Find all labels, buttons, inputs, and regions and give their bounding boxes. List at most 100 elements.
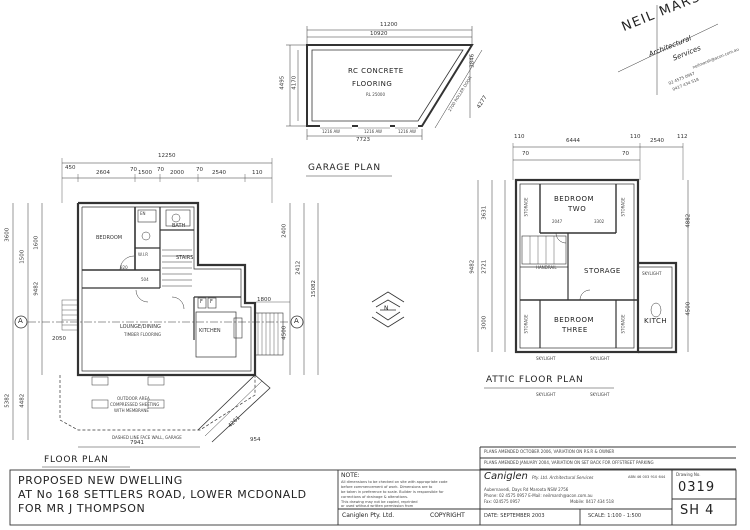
floor-room-kitchen: KITCHEN [199, 328, 221, 334]
floor-room-wir: W.I.R [138, 252, 148, 257]
attic-storage-v1: STORAGE [523, 197, 529, 217]
attic-skylight-5: SKYLIGHT [590, 392, 610, 397]
floor-plan-title: FLOOR PLAN [44, 455, 109, 465]
floor-plan-outline [12, 158, 319, 468]
garage-bottom-door-2: 1216 AW [364, 129, 382, 134]
garage-dim-left-2: 4170 [291, 75, 298, 90]
attic-dim-left-2: 9482 [469, 259, 476, 274]
architect-stamp-lines [617, 5, 719, 95]
floor-room-en: EN [140, 211, 146, 216]
garage-dim-bottom: 7723 [356, 137, 370, 143]
floor-dim-right-2: 2412 [295, 260, 302, 275]
attic-dim-top-4: 112 [677, 134, 688, 140]
attic-dim-2047: 2047 [552, 219, 563, 224]
attic-storage-v2: STORAGE [620, 197, 626, 217]
floor-fridge-1: F [200, 299, 203, 305]
attic-dim-3302: 3302 [594, 219, 605, 224]
floor-room-stairs: STAIRS [176, 255, 194, 261]
firm-fax: Fax: 024575 0957 [484, 499, 521, 504]
section-marker-right [290, 315, 304, 329]
attic-plan-outline [477, 143, 689, 389]
attic-room-storage: STORAGE [584, 267, 621, 275]
garage-bottom-door-1: 1216 AW [322, 129, 340, 134]
section-marker-left [14, 315, 28, 329]
attic-dim-top-6: 70 [622, 151, 629, 157]
garage-dim-inner: 10920 [370, 31, 388, 37]
attic-storage-v4: STORAGE [620, 314, 626, 334]
floor-dim-top-7: 70 [196, 167, 203, 173]
north-letter: N [384, 305, 389, 312]
section-marker-a-left: A [18, 317, 23, 325]
floor-dim-left-5: 2050 [52, 336, 66, 342]
attic-dim-top-3: 2540 [650, 138, 664, 144]
attic-dim-right-2: 4500 [685, 301, 692, 316]
attic-room-bedroom-two-num: TWO [568, 205, 587, 213]
floor-dim-left-3: 1600 [33, 235, 40, 250]
attic-room-kitch: KITCH [644, 317, 668, 325]
project-title-line3: FOR MR J THOMPSON [18, 502, 146, 515]
attic-dim-left-1: 3631 [481, 205, 488, 220]
attic-dim-right-1: 4882 [685, 213, 692, 228]
drawing-number-label: Drawing No. [676, 472, 701, 477]
firm-subtitle: Pty. Ltd. Architectural Services [532, 475, 594, 480]
floor-dim-left-6: 4482 [19, 393, 26, 408]
floor-dim-left-2: 1500 [19, 249, 26, 264]
floor-dim-left-4: 9482 [33, 281, 40, 296]
project-title-line2: AT No 168 SETTLERS ROAD, LOWER MCDONALD [18, 488, 307, 501]
floor-room-bath: BATH [172, 223, 186, 229]
floor-dim-820: 820 [120, 265, 128, 270]
attic-skylight-3: SKYLIGHT [642, 271, 662, 276]
floor-dim-top-3: 70 [130, 167, 137, 173]
note-heading: NOTE: [341, 472, 360, 479]
note-line-3: be taken in preference to scale. Builder… [341, 490, 444, 494]
firm-phone: Phone: 02 4575 0957 E-Mail: neilmarsh@ac… [484, 493, 593, 498]
attic-room-bedroom-three: BEDROOM [554, 316, 595, 324]
drawing-date: DATE: SEPTEMBER 2003 [484, 513, 545, 519]
floor-room-bedroom: BEDROOM [96, 235, 123, 241]
title-block-frame [9, 446, 737, 526]
floor-outdoor-2: COMPRESSED SHEETING [110, 402, 160, 407]
firm-address: Aubernavedi, Days Rd Maroota NSW 2756 [484, 487, 569, 492]
garage-slab-label-1: RC CONCRETE [348, 67, 404, 75]
project-title-line1: PROPOSED NEW DWELLING [18, 474, 183, 487]
floor-dim-504: 504 [141, 277, 149, 282]
note-line-4: corrections of drainage & alterations. [341, 495, 409, 499]
floor-fridge-2: F [210, 299, 213, 305]
floor-room-lounge: LOUNGE/DINING [120, 324, 161, 330]
floor-dim-top-1: 450 [65, 165, 76, 171]
north-symbol [371, 291, 405, 328]
note-line-6: or used without written permission from [341, 504, 414, 508]
attic-dim-top-1: 110 [514, 134, 525, 140]
floor-outdoor-1: OUTDOOR AREA [117, 396, 150, 401]
floor-dim-top-2: 2604 [96, 170, 110, 176]
floor-dim-top-6: 2000 [170, 170, 184, 176]
floor-dim-right-1: 2400 [281, 223, 288, 238]
garage-rl: RL 25000 [366, 92, 386, 97]
attic-handrail: HANDRAIL [536, 265, 557, 270]
floor-dim-1800: 1800 [257, 297, 271, 303]
attic-room-bedroom-three-num: THREE [562, 326, 588, 334]
attic-skylight-2: SKYLIGHT [590, 356, 610, 361]
floor-dim-top-9: 110 [252, 170, 263, 176]
floor-dim-top-5: 70 [157, 167, 164, 173]
attic-room-bedroom-two: BEDROOM [554, 195, 595, 203]
attic-storage-v3: STORAGE [523, 314, 529, 334]
garage-plan-outline [286, 26, 483, 177]
copyright-label: COPYRIGHT [430, 512, 465, 519]
firm-mobile: Mobile: 0417 434 518 [570, 499, 614, 504]
garage-plan-title: GARAGE PLAN [308, 163, 381, 173]
amendment-1: PLANS AMENDED OCTOBER 2006, VARIATION ON… [484, 449, 615, 454]
floor-dim-top-4: 1500 [138, 170, 152, 176]
attic-dim-left-4: 3000 [481, 315, 488, 330]
attic-dim-top-2: 110 [630, 134, 641, 140]
garage-dim-left-1: 4495 [279, 75, 286, 90]
floor-dim-right-3: 4500 [281, 325, 288, 340]
attic-plan-title: ATTIC FLOOR PLAN [486, 375, 584, 385]
floor-dim-954: 954 [250, 437, 261, 443]
garage-slab-label-2: FLOORING [352, 80, 393, 88]
firm-name: Caniglen [484, 471, 528, 482]
attic-dim-top-5: 70 [522, 151, 529, 157]
floor-room-lounge-sub: TIMBER FLOORING [124, 332, 162, 337]
drawing-number: 0319 [678, 480, 716, 495]
